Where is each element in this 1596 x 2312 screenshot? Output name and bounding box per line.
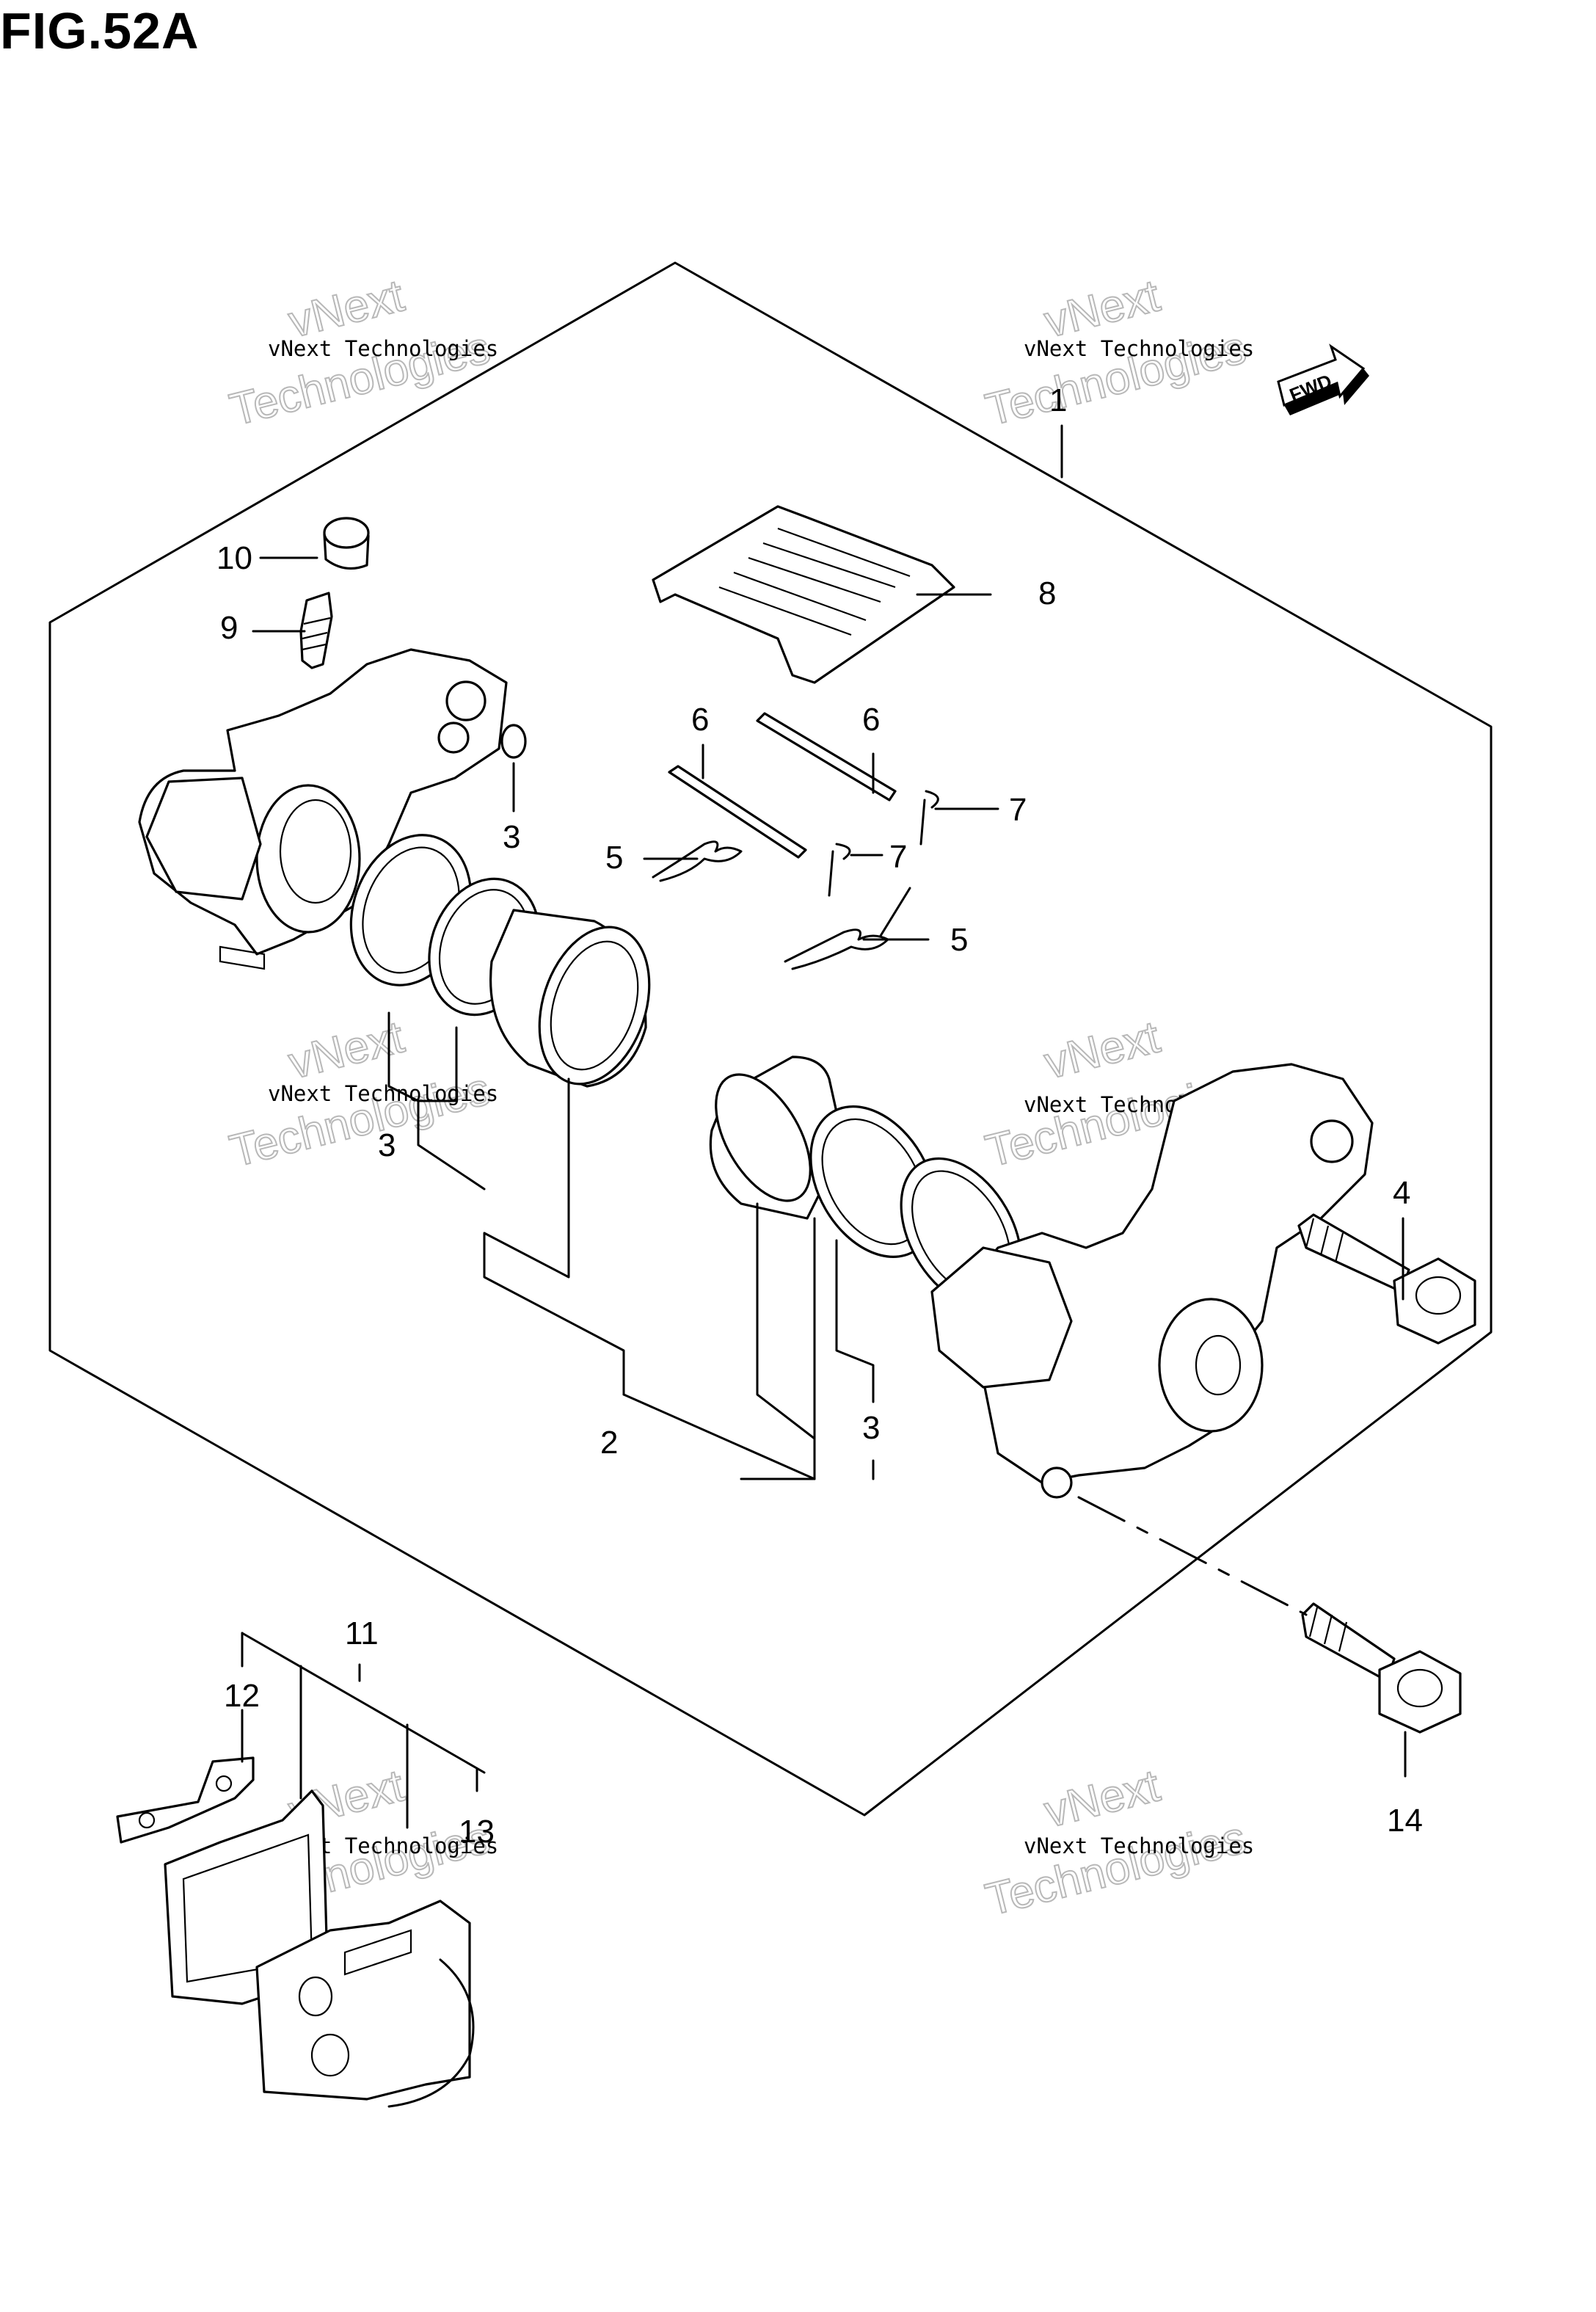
callout-6-right: 6 bbox=[862, 702, 880, 738]
watermark-brand: vNext bbox=[284, 1011, 409, 1088]
callout-14: 14 bbox=[1387, 1803, 1423, 1839]
callout-7-right: 7 bbox=[1009, 792, 1027, 828]
bolt-axis-line bbox=[1077, 1496, 1308, 1616]
piston-set-left bbox=[349, 834, 651, 1088]
caliper-body-left bbox=[138, 648, 508, 970]
piston-set-right bbox=[709, 1055, 1023, 1309]
callout-12: 12 bbox=[224, 1678, 260, 1714]
watermark-line: vNext Technologies bbox=[1024, 1833, 1254, 1858]
pad-clip-left bbox=[652, 840, 743, 882]
callout-9: 9 bbox=[220, 610, 238, 646]
callout-3-left-seal: 3 bbox=[378, 1127, 396, 1163]
watermark-line: vNext Technologies bbox=[268, 336, 498, 361]
callout-10: 10 bbox=[216, 540, 252, 576]
bleeder-valve bbox=[299, 592, 333, 669]
callout-numbers: 1 2 3 3 3 4 5 5 6 6 7 7 8 9 10 11 12 13 … bbox=[216, 382, 1423, 1850]
callout-7-left: 7 bbox=[889, 839, 907, 875]
callout-2: 2 bbox=[600, 1425, 618, 1461]
leader-lines bbox=[241, 424, 1407, 1829]
watermark-brand: vNext bbox=[1040, 1011, 1165, 1088]
pad-spring bbox=[652, 505, 955, 684]
callout-4: 4 bbox=[1393, 1175, 1410, 1211]
callout-6-left: 6 bbox=[691, 702, 709, 738]
pin-retainer-left bbox=[828, 843, 851, 897]
callout-11: 11 bbox=[345, 1615, 379, 1651]
pad-pin-right bbox=[756, 712, 897, 801]
watermark-line: vNext Technologies bbox=[1024, 336, 1254, 361]
callout-1: 1 bbox=[1049, 382, 1067, 418]
callout-3-right-seal: 3 bbox=[862, 1410, 880, 1446]
pad-clip-right bbox=[784, 928, 889, 970]
forward-arrow-shadow bbox=[1284, 368, 1369, 415]
watermark-top-right: vNext Technologies vNext Technologies bbox=[980, 269, 1255, 436]
callout-3-washer: 3 bbox=[503, 819, 520, 855]
fwd-badge: FWD bbox=[1277, 343, 1369, 415]
figure-title: FIG.52A bbox=[0, 2, 200, 59]
assembly-boundary bbox=[48, 261, 1493, 1817]
caliper-body-right bbox=[930, 1063, 1374, 1499]
mounting-bolt-lower bbox=[1301, 1602, 1462, 1734]
mounting-bolt-upper bbox=[1297, 1213, 1476, 1345]
watermark-bottom-right: vNext Technologies vNext Technologies bbox=[980, 1759, 1255, 1926]
watermark-line: vNext Technologies bbox=[268, 1081, 498, 1106]
callout-5-right: 5 bbox=[950, 922, 968, 958]
bleed-cap bbox=[323, 517, 370, 570]
pin-retainer-right bbox=[919, 790, 939, 846]
pad-pin-left bbox=[668, 765, 807, 859]
washer-small bbox=[500, 724, 527, 759]
callout-13: 13 bbox=[459, 1814, 495, 1850]
callout-8: 8 bbox=[1038, 575, 1056, 611]
pad-shim bbox=[116, 1756, 255, 1844]
watermark-company: Technologies bbox=[981, 1812, 1251, 1926]
watermark-top-left: vNext Technologies vNext Technologies bbox=[225, 269, 499, 436]
callout-5-left: 5 bbox=[605, 840, 623, 876]
watermark-brand: vNext bbox=[1040, 1760, 1165, 1837]
clip-wire bbox=[879, 887, 911, 937]
brake-pad-rear bbox=[255, 1900, 475, 2108]
